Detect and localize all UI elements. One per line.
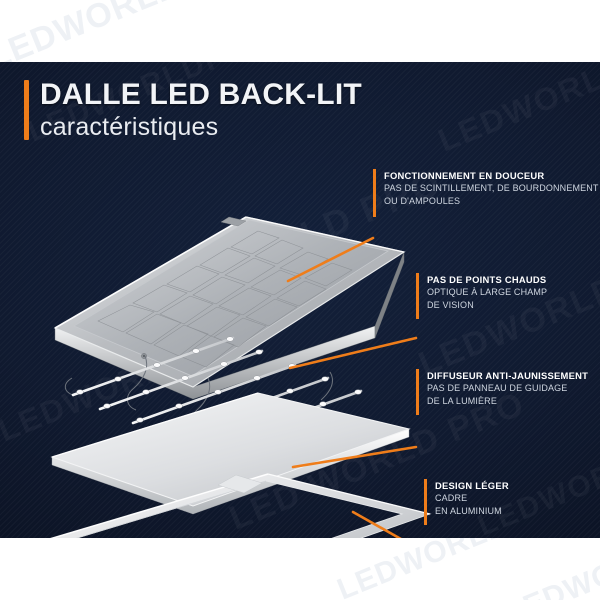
- title-main: DALLE LED BACK-LIT: [40, 78, 362, 111]
- callout-line: OPTIQUE À LARGE CHAMP: [427, 287, 548, 297]
- leader-line-design-leger: [351, 510, 402, 538]
- callout-line: OU D'AMPOULES: [384, 195, 461, 206]
- led-strip: [98, 349, 264, 411]
- callout-accent-bar: [416, 273, 419, 319]
- callout-accent-bar: [424, 479, 427, 525]
- led-strip: [71, 336, 235, 397]
- callout-heading: FONCTIONNEMENT EN DOUCEUR: [384, 170, 545, 181]
- callout-line: PAS DE PANNEAU DE GUIDAGE: [427, 383, 568, 393]
- callout-accent-bar: [373, 169, 376, 217]
- callout-line: DE LA LUMIÈRE: [427, 395, 497, 406]
- back-housing-panel: [53, 216, 406, 400]
- callout-line: PAS DE SCINTILLEMENT, DE BOURDONNEMENT: [384, 183, 599, 193]
- callout-fonctionnement: FONCTIONNEMENT EN DOUCEUR PAS DE SCINTIL…: [373, 169, 599, 217]
- leader-line-fonctionnement: [286, 236, 375, 283]
- callout-accent-bar: [416, 369, 419, 415]
- leader-line-diffuseur: [291, 445, 418, 469]
- callout-diffuseur: DIFFUSEUR ANTI-JAUNISSEMENT PAS DE PANNE…: [416, 369, 588, 415]
- leader-line-points-chauds: [288, 336, 418, 370]
- product-illustration: [50, 216, 432, 538]
- title-sub: caractéristiques: [40, 112, 219, 141]
- callout-heading: DESIGN LÉGER: [435, 480, 509, 491]
- callout-points-chauds: PAS DE POINTS CHAUDS OPTIQUE À LARGE CHA…: [416, 273, 547, 319]
- diffuser-panel: [50, 392, 411, 515]
- aluminium-frame: [50, 473, 432, 538]
- callout-heading: DIFFUSEUR ANTI-JAUNISSEMENT: [427, 370, 589, 381]
- callout-heading: PAS DE POINTS CHAUDS: [427, 274, 547, 285]
- page-title: DALLE LED BACK-LIT caractéristiques: [24, 78, 362, 141]
- callout-line: DE VISION: [427, 299, 474, 310]
- callout-line: EN ALUMINIUM: [435, 505, 502, 516]
- leader-lines: [286, 236, 418, 538]
- callout-line: CADRE: [435, 493, 468, 503]
- title-accent-bar: [24, 80, 29, 140]
- hero-panel: LEDWORLDPRO LEDWORLDPRO LED WORLD PRO LE…: [0, 62, 600, 538]
- callout-design-leger: DESIGN LÉGER CADRE EN ALUMINIUM: [424, 479, 509, 525]
